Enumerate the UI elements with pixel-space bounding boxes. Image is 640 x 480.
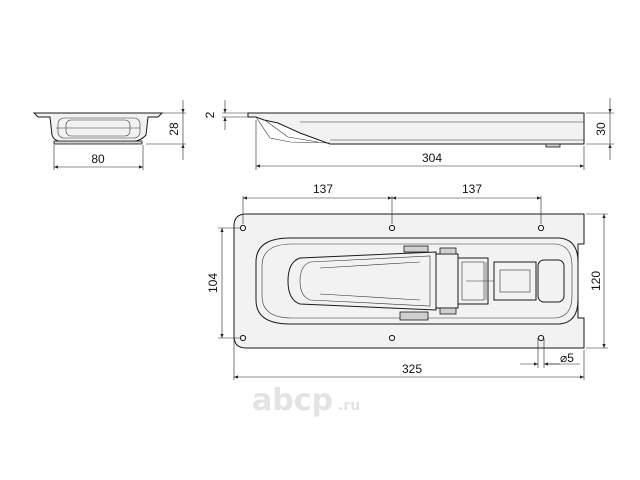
mount-hole bbox=[239, 224, 247, 232]
dim-side-length: 304 bbox=[422, 151, 442, 165]
dim-side-height: 30 bbox=[594, 122, 608, 136]
dim-side-thickness: 2 bbox=[203, 111, 217, 118]
dim-top-height-left: 104 bbox=[206, 273, 220, 293]
dim-top-length: 325 bbox=[402, 362, 422, 376]
front-view: 80 28 bbox=[32, 100, 186, 170]
dim-top-spacing-right: 137 bbox=[462, 182, 482, 196]
dim-front-height: 28 bbox=[167, 122, 181, 136]
watermark-brand: abcp bbox=[252, 383, 333, 418]
dim-top-height-right: 120 bbox=[589, 271, 603, 291]
dim-top-spacing-left: 137 bbox=[313, 182, 333, 196]
dim-front-width: 80 bbox=[91, 152, 105, 166]
side-view: 2 304 30 bbox=[203, 98, 614, 170]
mount-hole bbox=[388, 224, 396, 232]
watermark: abcp .ru bbox=[252, 383, 360, 418]
dim-hole-diameter: ⌀5 bbox=[560, 351, 574, 365]
mount-hole bbox=[537, 224, 545, 232]
watermark-domain: .ru bbox=[338, 398, 360, 414]
mount-hole bbox=[388, 334, 396, 342]
top-view: 137 137 104 120 325 ⌀5 bbox=[206, 182, 608, 380]
mount-hole bbox=[537, 334, 545, 342]
mount-hole bbox=[239, 334, 247, 342]
